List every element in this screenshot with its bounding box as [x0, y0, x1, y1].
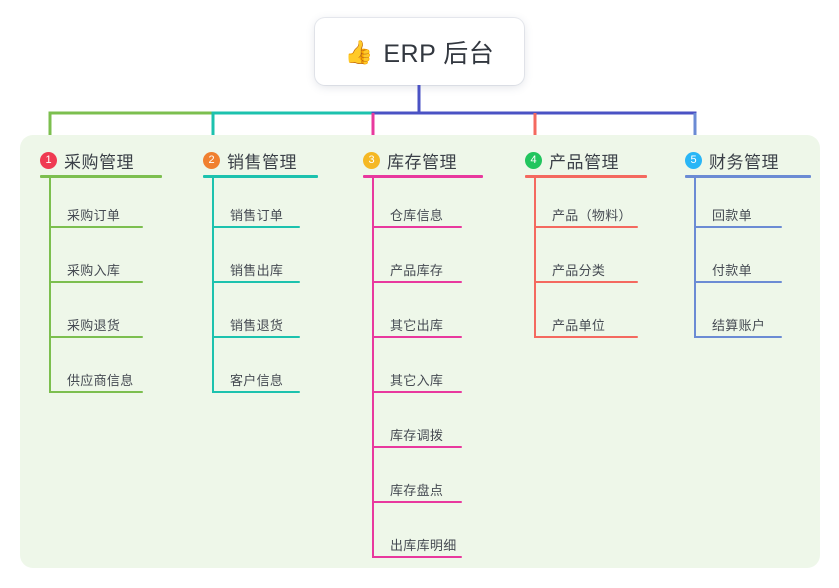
branch-leaf-rule: [372, 226, 462, 228]
branch-leaf-item[interactable]: 付款单: [694, 255, 802, 283]
branch-header-5[interactable]: 5 财务管理: [685, 148, 779, 173]
branch-leaf-label: 销售出库: [230, 263, 284, 278]
branch-leaf-rule: [49, 281, 143, 283]
branch-leaf-label: 产品分类: [552, 263, 606, 278]
branch-leaf-rule: [372, 556, 462, 558]
branch-header-1[interactable]: 1 采购管理: [40, 148, 134, 173]
branch-leaf-item[interactable]: 产品单位: [534, 310, 658, 338]
branches-panel: [20, 135, 820, 568]
branch-number-badge: 2: [203, 152, 220, 169]
branch-leaf-rule: [372, 336, 462, 338]
root-node-card[interactable]: 👍 ERP 后台: [315, 18, 524, 85]
branch-leaf-item[interactable]: 销售出库: [212, 255, 320, 283]
branch-leaf-label: 采购入库: [67, 263, 121, 278]
branch-leaf-item[interactable]: 其它入库: [372, 365, 482, 393]
branch-leaf-item[interactable]: 产品（物料）: [534, 200, 658, 228]
branch-spine: [534, 176, 536, 338]
branch-leaf-item[interactable]: 客户信息: [212, 365, 320, 393]
branch-leaf-item[interactable]: 出库库明细: [372, 530, 482, 558]
branch-number-badge: 1: [40, 152, 57, 169]
branch-leaf-rule: [372, 501, 462, 503]
branch-header-4[interactable]: 4 产品管理: [525, 148, 619, 173]
branch-leaf-label: 供应商信息: [67, 373, 134, 388]
branch-leaf-rule: [534, 336, 638, 338]
branch-title: 库存管理: [387, 153, 457, 172]
branch-underline: [40, 175, 162, 178]
branch-underline: [525, 175, 647, 178]
branch-leaf-label: 回款单: [712, 208, 752, 223]
branch-leaf-rule: [694, 336, 782, 338]
branch-leaf-item[interactable]: 结算账户: [694, 310, 802, 338]
branch-spine: [372, 176, 374, 558]
branch-title: 采购管理: [64, 153, 134, 172]
branch-leaf-label: 采购退货: [67, 318, 121, 333]
branch-underline: [203, 175, 318, 178]
root-node-title: ERP 后台: [383, 39, 495, 68]
branch-spine: [49, 176, 51, 393]
branch-leaf-rule: [694, 226, 782, 228]
branch-spine: [212, 176, 214, 393]
branch-leaf-label: 结算账户: [712, 318, 766, 333]
branch-leaf-item[interactable]: 采购订单: [49, 200, 163, 228]
branch-leaf-label: 其它出库: [390, 318, 444, 333]
branch-title: 财务管理: [709, 153, 779, 172]
branch-leaf-rule: [372, 281, 462, 283]
branch-leaf-item[interactable]: 回款单: [694, 200, 802, 228]
branch-title: 产品管理: [549, 153, 619, 172]
branch-leaf-item[interactable]: 其它出库: [372, 310, 482, 338]
branch-leaf-label: 库存调拨: [390, 428, 444, 443]
branch-leaf-label: 其它入库: [390, 373, 444, 388]
branch-leaf-label: 库存盘点: [390, 483, 444, 498]
branch-leaf-rule: [212, 281, 300, 283]
branch-leaf-item[interactable]: 供应商信息: [49, 365, 163, 393]
branch-leaf-rule: [212, 336, 300, 338]
branch-header-3[interactable]: 3 库存管理: [363, 148, 457, 173]
branch-leaf-rule: [49, 391, 143, 393]
branch-leaf-label: 产品（物料）: [552, 208, 632, 223]
branch-leaf-rule: [212, 226, 300, 228]
branch-leaf-rule: [534, 281, 638, 283]
branch-leaf-item[interactable]: 库存盘点: [372, 475, 482, 503]
branch-leaf-label: 出库库明细: [390, 538, 457, 553]
branch-leaf-label: 销售退货: [230, 318, 284, 333]
branch-leaf-item[interactable]: 销售退货: [212, 310, 320, 338]
branch-number-badge: 4: [525, 152, 542, 169]
branch-leaf-rule: [212, 391, 300, 393]
branch-leaf-item[interactable]: 销售订单: [212, 200, 320, 228]
branch-leaf-label: 产品库存: [390, 263, 444, 278]
branch-leaf-label: 仓库信息: [390, 208, 444, 223]
branch-leaf-label: 采购订单: [67, 208, 121, 223]
branch-leaf-item[interactable]: 采购退货: [49, 310, 163, 338]
branch-leaf-rule: [534, 226, 638, 228]
branch-number-badge: 5: [685, 152, 702, 169]
branch-title: 销售管理: [227, 153, 297, 172]
branch-spine: [694, 176, 696, 338]
branch-number-badge: 3: [363, 152, 380, 169]
branch-leaf-label: 销售订单: [230, 208, 284, 223]
branch-leaf-item[interactable]: 采购入库: [49, 255, 163, 283]
branch-underline: [685, 175, 811, 178]
branch-leaf-rule: [49, 336, 143, 338]
branch-leaf-label: 付款单: [712, 263, 752, 278]
branch-leaf-item[interactable]: 产品库存: [372, 255, 482, 283]
branch-leaf-rule: [694, 281, 782, 283]
branch-leaf-label: 客户信息: [230, 373, 284, 388]
branch-header-2[interactable]: 2 销售管理: [203, 148, 297, 173]
branch-leaf-item[interactable]: 仓库信息: [372, 200, 482, 228]
branch-underline: [363, 175, 483, 178]
thumbs-up-icon: 👍: [344, 39, 374, 65]
branch-leaf-rule: [372, 446, 462, 448]
branch-leaf-label: 产品单位: [552, 318, 606, 333]
branch-leaf-rule: [49, 226, 143, 228]
branch-leaf-item[interactable]: 库存调拨: [372, 420, 482, 448]
branch-leaf-rule: [372, 391, 462, 393]
branch-leaf-item[interactable]: 产品分类: [534, 255, 658, 283]
